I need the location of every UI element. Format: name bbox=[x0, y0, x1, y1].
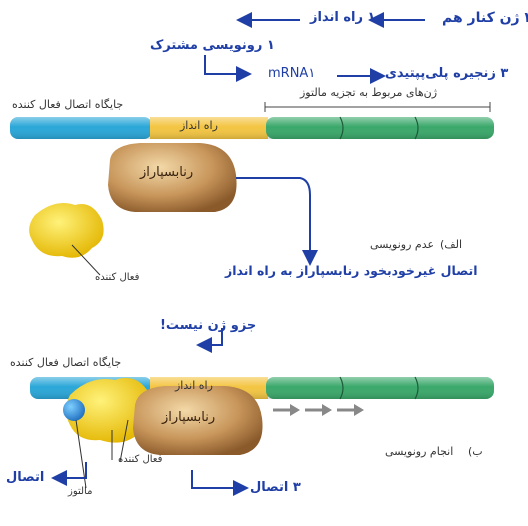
note-arrow-3 bbox=[205, 55, 248, 74]
genes-label: ژن‌های مربوط به تجزیه مالتوز bbox=[300, 86, 437, 99]
activator-site-label-bottom: جایگاه اتصال فعال کننده bbox=[10, 356, 121, 369]
promoter-label-top: راه انداز bbox=[180, 119, 218, 132]
note-shared-transcription: ۱ رونویسی مشترک bbox=[150, 38, 275, 53]
activator-site-label-top: جایگاه اتصال فعال کننده bbox=[12, 98, 123, 111]
dna-bar-top bbox=[10, 117, 494, 139]
activator-label-top: فعال کننده bbox=[95, 272, 139, 283]
polymerase-label-bottom: رنابسپاراز bbox=[162, 410, 215, 425]
state-prefix-bottom: ب) bbox=[468, 445, 483, 458]
activator-top-shape bbox=[29, 203, 104, 275]
bind-arrow-3 bbox=[192, 470, 245, 488]
transcription-arrows bbox=[273, 404, 364, 416]
polymerase-arrow-top bbox=[236, 178, 310, 262]
promoter-label-bottom: راه انداز bbox=[175, 379, 213, 392]
bind-arrow-1 bbox=[55, 462, 86, 478]
note-not-gene: جزو ژن نیست! bbox=[160, 318, 256, 333]
state-prefix-top: الف) bbox=[440, 238, 462, 251]
note-polypeptides: ۳ زنجیره پلی‌پپتیدی bbox=[385, 66, 508, 81]
activator-label-bottom: فعال کننده bbox=[118, 454, 162, 465]
bind-label-1: اتصال bbox=[6, 470, 44, 485]
state-label-top: عدم رونویسی bbox=[370, 238, 434, 251]
genes-bracket bbox=[265, 102, 490, 112]
maltose-shape bbox=[63, 399, 85, 421]
maltose-label: مالتوز bbox=[68, 486, 92, 497]
note-one-promoter: ۱ راه انداز bbox=[310, 10, 375, 25]
note-mrna: mRNA۱ bbox=[268, 66, 315, 81]
state-label-bottom: انجام رونویسی bbox=[385, 445, 453, 458]
note-genes-adjacent: ۳ ژن کنار هم bbox=[442, 10, 528, 26]
polymerase-label-top: رنابسپاراز bbox=[140, 165, 193, 180]
bind-label-3: ۳ اتصال bbox=[250, 480, 301, 495]
caption-top: اتصال غیرخودبخود رنابسپاراز به راه انداز bbox=[225, 263, 478, 278]
